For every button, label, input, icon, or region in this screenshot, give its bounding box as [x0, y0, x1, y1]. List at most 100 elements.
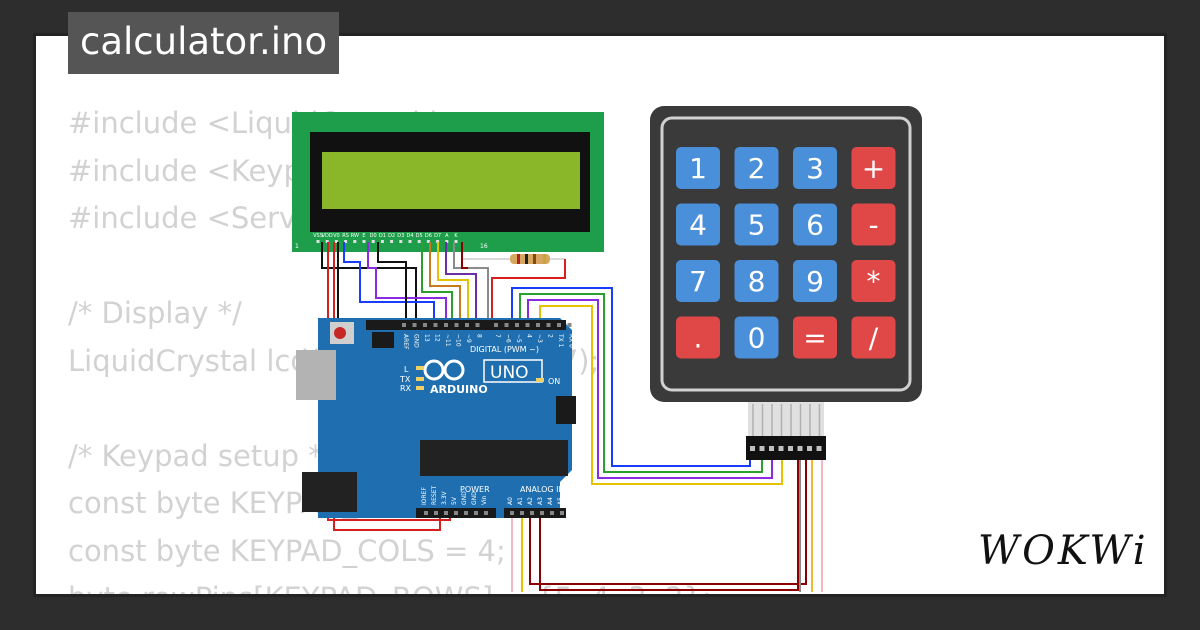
lcd-pin-label: K	[454, 233, 458, 239]
lcd-screen	[322, 152, 580, 209]
digital-pin	[444, 323, 448, 327]
digital-pin-label: 7	[494, 334, 501, 338]
keypad-ribbon	[748, 402, 824, 436]
lcd-pin	[390, 240, 394, 243]
digital-pin-label: ~10	[455, 334, 462, 347]
power-pin	[474, 511, 478, 515]
project-title: calculator.ino	[68, 12, 340, 74]
lcd-pin-label: D0	[370, 233, 377, 239]
power-pin	[434, 511, 438, 515]
analog-pin	[520, 511, 524, 515]
digital-pin-label: 8	[476, 334, 483, 338]
keypad-key: 8	[734, 260, 779, 302]
keypad-key: -	[851, 203, 896, 246]
power-pin-label: 5V	[451, 496, 458, 505]
digital-pin-label: ~9	[465, 334, 472, 343]
lcd-first-pin: 1	[295, 243, 299, 250]
power-pin-label: 3.3V	[441, 490, 448, 505]
connector-pin	[816, 446, 822, 451]
atmega-chip	[420, 440, 568, 476]
lcd-pin-label: D4	[406, 233, 413, 239]
digital-pin-label: TX 1	[557, 333, 564, 348]
arduino-brand: ARDUINO	[430, 383, 488, 396]
lcd-pin	[344, 240, 348, 243]
connector-pin	[788, 446, 793, 451]
connector-pin	[769, 446, 774, 451]
digital-pin	[465, 323, 469, 327]
digital-pin	[433, 323, 438, 327]
keypad-key: 9	[793, 260, 837, 302]
analog-pin	[550, 511, 554, 515]
digital-pin	[504, 323, 509, 327]
keypad-key-label: 6	[806, 209, 824, 242]
power-pin-label: GND	[471, 491, 478, 505]
power-pin	[464, 511, 468, 515]
power-pin-label: Vin	[481, 495, 488, 505]
lcd-pin	[353, 240, 357, 243]
digital-pin	[454, 323, 459, 327]
lcd-pin-label: V0	[333, 233, 340, 239]
power-jack	[302, 472, 357, 512]
lcd-pin	[334, 240, 338, 243]
keypad-key: /	[851, 316, 896, 359]
power-pin	[454, 511, 458, 515]
keypad-key-label: 3	[806, 152, 824, 185]
arduino-logo-right	[443, 359, 465, 381]
digital-pin	[557, 323, 561, 327]
power-pin	[484, 511, 488, 515]
arduino-logo-left	[423, 359, 445, 381]
l-label: L	[404, 365, 409, 374]
lcd-pin	[436, 240, 440, 243]
power-pin	[424, 511, 428, 515]
digital-pin-label: 2	[547, 334, 554, 338]
wokwi-logo: WOKWi	[978, 528, 1149, 574]
keypad-key: 2	[734, 147, 779, 189]
lcd-pin	[399, 240, 403, 243]
keypad-key: .	[676, 316, 720, 359]
code-line: /* Keypad setup */	[68, 438, 333, 473]
keypad-key: 4	[676, 203, 720, 246]
lcd-pin-label: VSS	[313, 233, 323, 239]
digital-pin-label: ~3	[536, 334, 543, 343]
keypad-key-label: 7	[689, 265, 707, 298]
connector-pin	[797, 446, 803, 451]
lcd-pin-label: A	[445, 233, 449, 239]
connector-pin	[778, 446, 784, 451]
digital-pin	[475, 323, 480, 327]
tx-label: TX	[399, 375, 411, 384]
lcd-pin	[325, 240, 329, 243]
keypad-key-label: 9	[806, 265, 824, 298]
code-line: const byte KEYPAD_COLS = 4;	[68, 533, 506, 568]
digital-pin-label: GND	[413, 334, 420, 348]
digital-pin-label: 4	[526, 334, 533, 338]
lcd-last-pin: 16	[480, 243, 488, 250]
lcd-pin	[417, 240, 421, 243]
analog-pin	[540, 511, 544, 515]
digital-pin-label: 13	[423, 334, 430, 342]
keypad-key-label: .	[694, 322, 703, 355]
digital-pin-label: ~5	[515, 334, 522, 343]
digital-pin-label: ~6	[505, 334, 512, 343]
keypad-key-label: 8	[748, 265, 766, 298]
power-label: POWER	[460, 485, 490, 494]
digital-pin	[402, 323, 406, 327]
usb-port	[296, 350, 336, 400]
lcd-pin-label: D7	[434, 233, 441, 239]
keypad-key-label: 4	[689, 209, 707, 242]
lcd-pin	[362, 240, 366, 243]
analog-pin	[560, 511, 564, 515]
analog-pin	[510, 511, 514, 515]
power-pin-label: IOREF	[421, 487, 428, 505]
power-pin-label: GND	[461, 491, 468, 505]
analog-pin-label: A1	[517, 497, 524, 505]
power-pin-label: RESET	[431, 485, 438, 505]
lcd-pin	[445, 240, 449, 243]
digital-pin	[546, 323, 551, 327]
lcd-pin-label: D2	[388, 233, 395, 239]
digital-label: DIGITAL (PWM ~)	[470, 345, 539, 354]
connector-pin	[759, 446, 765, 451]
digital-pin	[494, 323, 498, 327]
